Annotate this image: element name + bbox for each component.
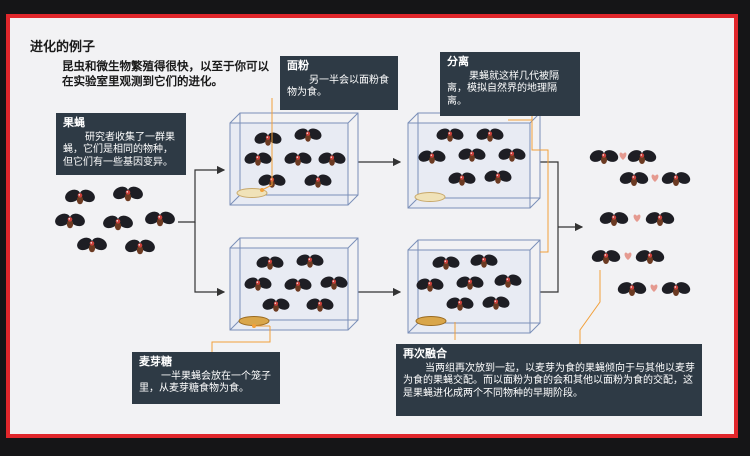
callout-reunion-body: 当两组再次放到一起，以麦芽为食的果蝇倾向于与其他以麦芽为食的果蝇交配。而以面粉为… [403,362,695,399]
callout-fruitfly: 果蝇 研究者收集了一群果蝇，它们是相同的物种，但它们有一些基因变异。 [56,113,186,175]
callout-separation-heading: 分离 [447,55,469,68]
fruit-fly-icon [625,147,659,165]
arrow-merge [540,161,559,293]
heart-icon [633,214,641,222]
fruit-fly-icon [615,279,649,297]
fruit-fly-icon [75,235,109,253]
fruit-fly-icon [589,247,623,265]
arrow-to-maltose-cage [194,222,226,297]
cages [229,112,541,334]
callout-separation-body: 果蝇就这样几代被隔离，模拟自然界的地理隔离。 [447,70,559,107]
page-title: 进化的例子 [30,40,96,55]
fruit-fly-icon [143,209,177,227]
fruit-fly-icon [111,184,145,202]
callout-flour-body: 另一半会以面粉食物为食。 [287,74,389,99]
callout-flour-heading: 面粉 [287,59,309,72]
fruit-fly-icon [123,237,157,255]
arrow-to-flour-cage [178,165,226,223]
fruit-fly-icon [101,213,135,231]
fruit-fly-icon [53,211,87,229]
callout-maltose-heading: 麦芽糖 [139,355,172,368]
fruit-fly-icon [633,247,667,265]
fruit-fly-icon [597,209,631,227]
fruit-fly-icon [587,147,621,165]
callout-maltose: 麦芽糖 一半果蝇会放在一个笼子里，从麦芽糖食物为食。 [132,352,280,404]
maltose-dish-icon [415,316,447,326]
flour-dish-icon [414,192,446,202]
mating-hearts [619,152,659,292]
fruit-fly-icon [617,169,651,187]
intro-text: 昆虫和微生物繁殖得很快，以至于你可以在实验室里观测到它们的进化。 [62,59,269,88]
callout-reunion-heading: 再次融合 [403,347,447,360]
callout-separation: 分离 果蝇就这样几代被隔离，模拟自然界的地理隔离。 [440,52,580,116]
flour-dish-icon [236,188,268,198]
callout-fruitfly-body: 研究者收集了一群果蝇，它们是相同的物种，但它们有一些基因变异。 [63,131,175,168]
fruit-fly-icon [659,279,693,297]
fruit-fly-icon [63,187,97,205]
leader-lines [211,98,601,358]
flow-arrows [178,157,584,297]
fruit-fly-icon [643,209,677,227]
heart-icon [650,284,658,292]
heart-icon [624,252,632,260]
fruit-fly-icon [659,169,693,187]
callout-flour: 面粉 另一半会以面粉食物为食。 [280,56,398,110]
callout-reunion: 再次融合 当两组再次放到一起，以麦芽为食的果蝇倾向于与其他以麦芽为食的果蝇交配。… [396,344,702,416]
callout-maltose-body: 一半果蝇会放在一个笼子里，从麦芽糖食物为食。 [139,370,271,395]
heart-icon [651,174,659,182]
callout-fruitfly-heading: 果蝇 [63,116,85,129]
heart-icon [619,152,627,160]
